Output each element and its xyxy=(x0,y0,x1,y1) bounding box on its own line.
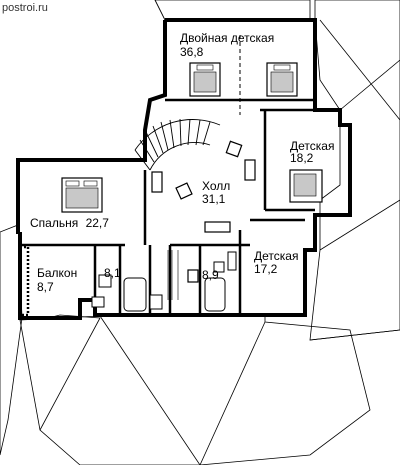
label-kids-2-area: 17,2 xyxy=(254,262,278,276)
label-double-kids-area: 36,8 xyxy=(180,45,204,59)
bed-kids-1 xyxy=(289,169,323,203)
label-balcony-name: Балкон xyxy=(37,266,77,280)
label-bath-1-area: 8,1 xyxy=(104,266,121,280)
closet-hatch xyxy=(149,250,179,300)
balcony-railing xyxy=(18,245,30,317)
label-kids-1-name: Детская xyxy=(290,139,334,153)
label-hall-area: 31,1 xyxy=(202,192,226,206)
bed-double-kids-right xyxy=(266,62,298,97)
label-double-kids-name: Двойная детская xyxy=(180,31,274,45)
bed-bedroom xyxy=(61,177,103,213)
label-bedroom-name: Спальня xyxy=(30,216,78,230)
bathroom-fixtures xyxy=(91,251,237,312)
staircase xyxy=(134,118,221,171)
label-kids-1-area: 18,2 xyxy=(290,151,314,165)
bed-double-kids-left xyxy=(189,62,221,97)
hall-furniture xyxy=(151,140,256,283)
label-bedroom: Спальня 22,7 xyxy=(30,216,109,230)
label-bath-2-area: 8,9 xyxy=(202,268,219,282)
label-balcony-area: 8,7 xyxy=(37,280,54,294)
label-hall-name: Холл xyxy=(202,179,230,193)
label-kids-2-name: Детская xyxy=(254,249,298,263)
watermark: postroi.ru xyxy=(2,2,48,14)
room-labels: Двойная детская 36,8 Детская 18,2 Холл 3… xyxy=(30,31,334,294)
label-bedroom-area: 22,7 xyxy=(86,216,110,230)
